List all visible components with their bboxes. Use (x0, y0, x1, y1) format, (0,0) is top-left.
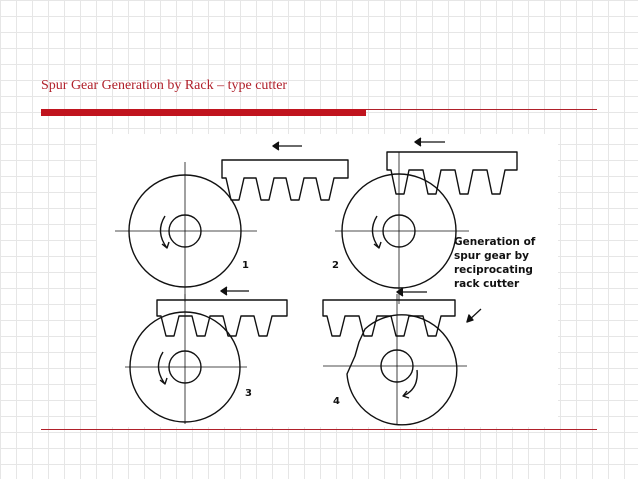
rack-cutter-2 (386, 151, 518, 195)
step-1-diagram (115, 141, 349, 302)
rotation-arrow-icon (371, 215, 380, 249)
step-3-diagram (125, 286, 288, 424)
step-label-4: 4 (333, 396, 340, 407)
gear-generation-figure: 1 2 3 4 Generation of spur gear by recip… (97, 134, 558, 427)
rack-cutter-1 (221, 159, 349, 201)
rack-cutter-3 (156, 299, 288, 337)
title-divider-accent (41, 109, 366, 116)
rack-cutter-4 (322, 299, 456, 337)
step-label-3: 3 (245, 388, 252, 399)
step-label-1: 1 (242, 260, 249, 271)
footer-divider (41, 429, 597, 430)
gear-generation-diagram: 1 2 3 4 Generation of spur gear by recip… (115, 137, 536, 426)
step-2-diagram (335, 137, 518, 304)
rotation-arrow-icon (159, 215, 168, 249)
slide-title: Spur Gear Generation by Rack – type cutt… (41, 78, 288, 93)
caption-line-3: reciprocating (454, 264, 533, 276)
caption-line-4: rack cutter (454, 278, 520, 290)
rotation-arrow-icon (402, 369, 418, 397)
step-4-diagram (322, 287, 482, 426)
step-label-2: 2 (332, 260, 339, 271)
caption-line-2: spur gear by (454, 250, 529, 262)
caption-line-1: Generation of (454, 236, 536, 248)
rotation-arrow-icon (157, 351, 166, 385)
